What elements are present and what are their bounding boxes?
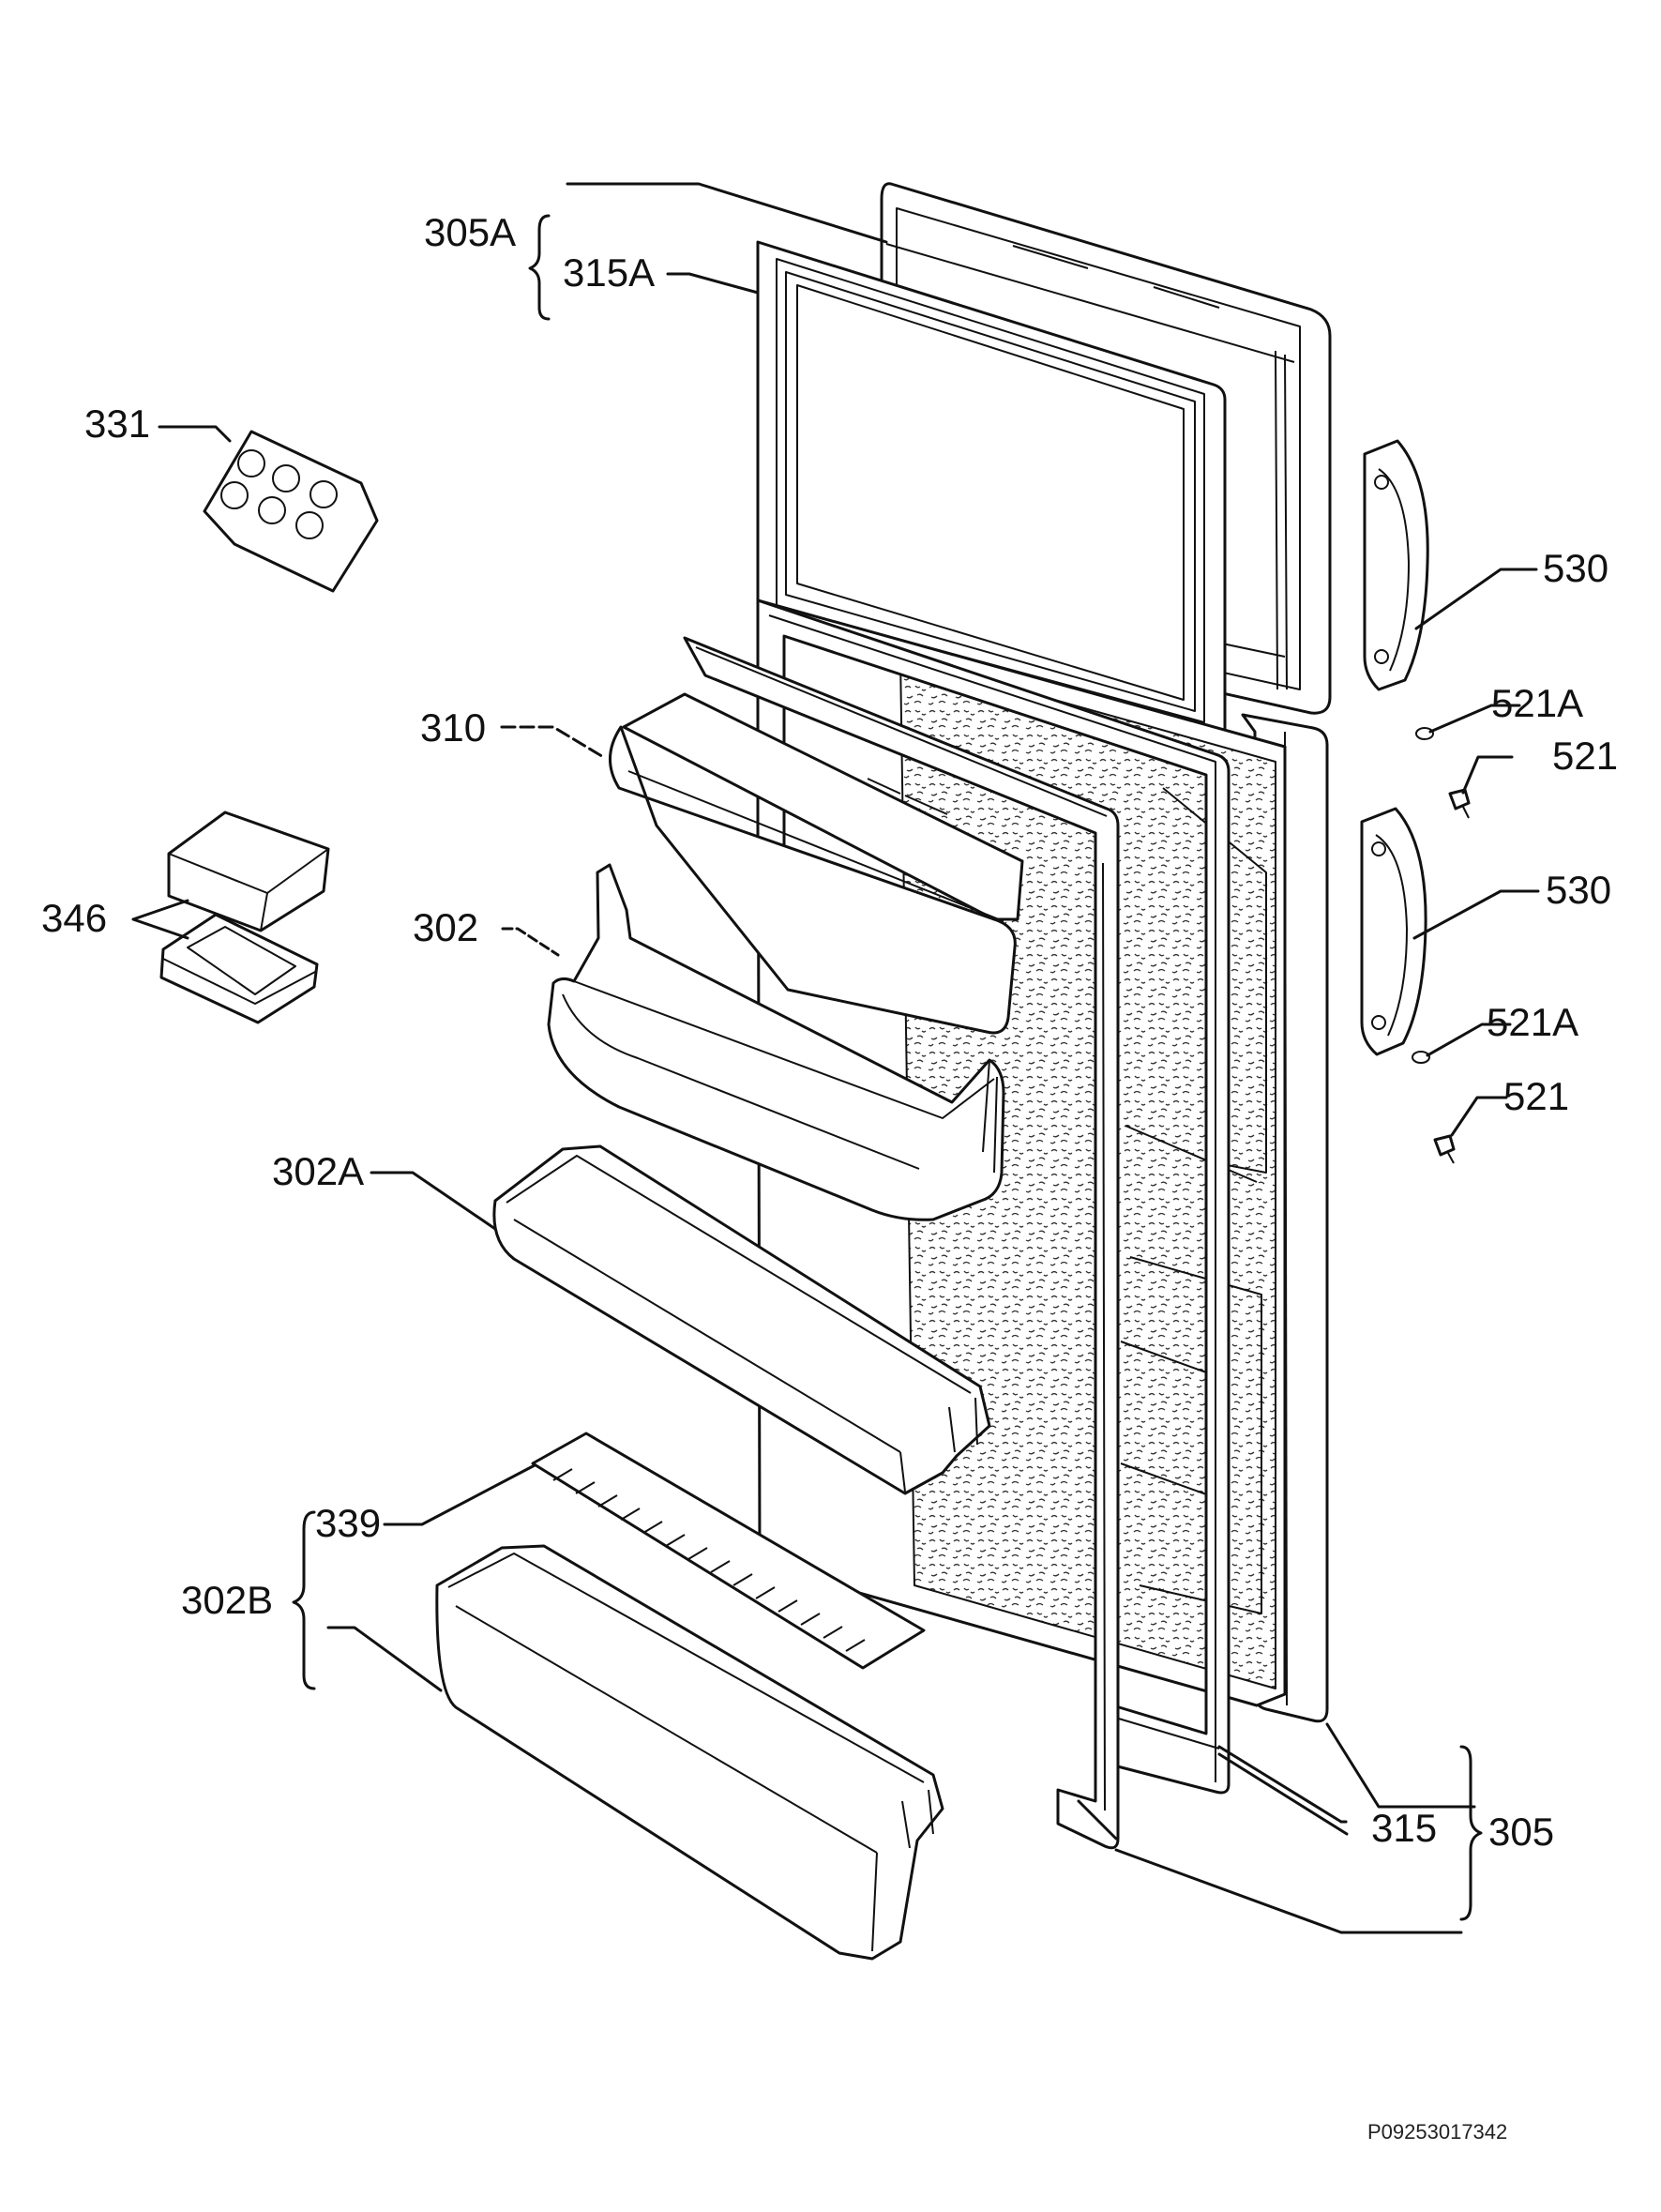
label-315: 315 [1371,1806,1437,1850]
drawing-reference-code: P09253017342 [1367,2120,1507,2144]
screw-521-top [1448,788,1471,819]
label-302: 302 [413,905,478,949]
label-305: 305 [1488,1810,1554,1854]
label-310: 310 [420,705,486,750]
leader-lines [131,182,1540,1934]
door-shelf-302a [492,1144,991,1495]
label-346: 346 [41,896,107,940]
label-521-bottom: 521 [1503,1074,1569,1118]
egg-tray-331 [203,430,379,593]
dairy-compartment-lid [609,692,1024,1035]
screw-521-bottom [1433,1134,1456,1164]
label-521-top: 521 [1552,734,1618,778]
label-521a-bottom: 521A [1487,1000,1578,1044]
ice-container-346 [159,811,330,1024]
label-530-top: 530 [1543,546,1608,590]
label-315a: 315A [563,250,655,295]
label-339: 339 [315,1501,381,1545]
label-331: 331 [84,401,150,446]
label-302b: 302B [181,1578,273,1622]
fridge-door-gasket [756,598,1231,1795]
label-521a-top: 521A [1491,681,1583,725]
door-shelf-302 [547,863,1005,1221]
label-302a: 302A [272,1149,364,1193]
door-shelf-302b [435,1544,944,1961]
handle-530-top [1363,439,1429,691]
washer-521a-bottom [1412,1051,1430,1064]
label-305a: 305A [424,210,516,254]
handle-530-bottom [1360,807,1427,1056]
label-530-bottom: 530 [1546,868,1611,912]
bottle-retainer-339 [531,1432,926,1670]
inner-door-liner [683,636,1120,1850]
washer-521a-top [1415,727,1434,740]
freezer-door-gasket [756,240,1227,741]
